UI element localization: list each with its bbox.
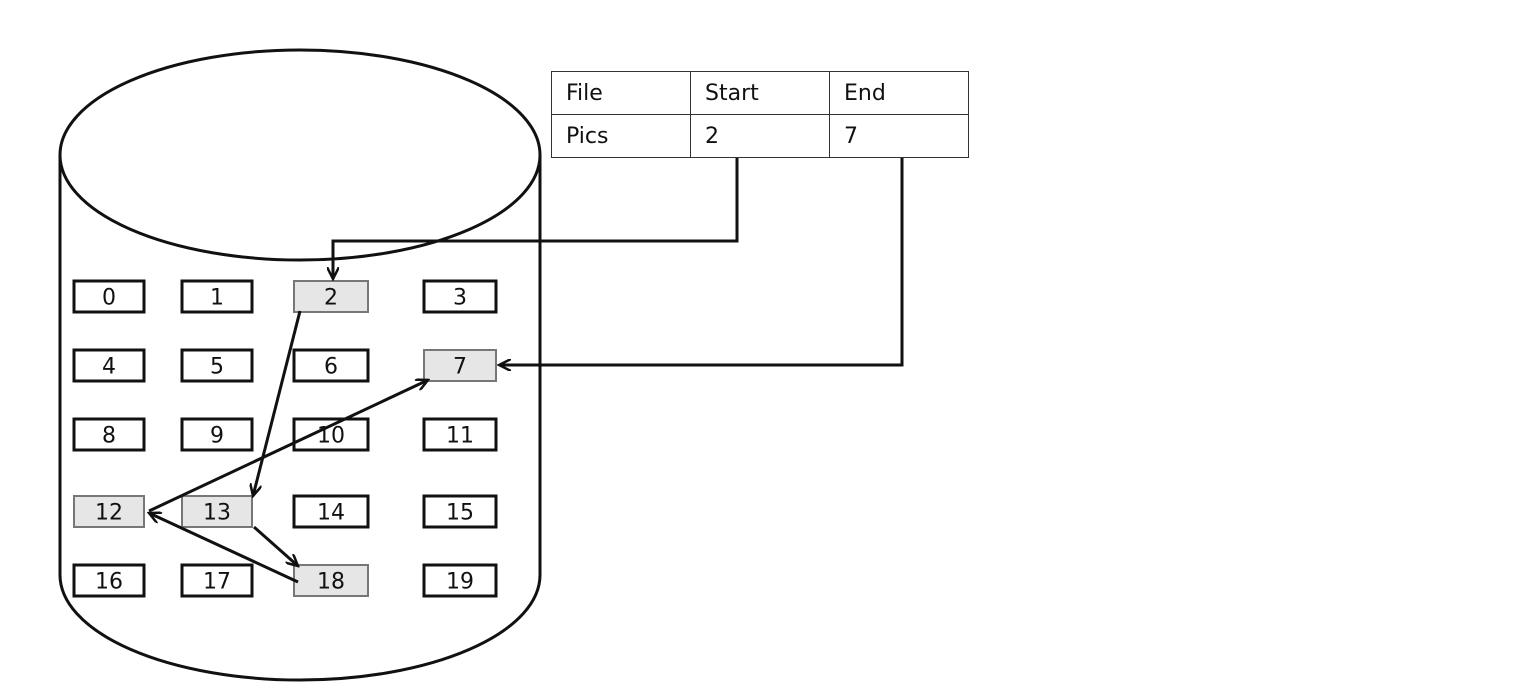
disk-block-label-16: 16 <box>95 570 123 595</box>
start-pointer-arrow <box>333 158 739 279</box>
pointers <box>148 158 904 584</box>
disk-block-label-18: 18 <box>317 570 345 595</box>
disk-block-label-6: 6 <box>324 355 338 380</box>
disk-block-4 <box>72 348 146 383</box>
disk-block-16 <box>72 563 146 598</box>
disk-block-14 <box>292 494 370 529</box>
disk-block-12 <box>73 495 145 528</box>
table-header-row: File Start End <box>551 71 969 115</box>
disk-block-17 <box>180 563 254 598</box>
disk-block-label-8: 8 <box>102 424 116 449</box>
disk-block-label-0: 0 <box>102 286 116 311</box>
cell-start-block: 2 <box>690 114 830 158</box>
disk-block-label-1: 1 <box>210 286 224 311</box>
cell-end-block: 7 <box>829 114 969 158</box>
header-end: End <box>829 71 969 115</box>
disk-block-19 <box>422 563 498 598</box>
disk-block-7 <box>423 349 497 382</box>
disk-block-label-14: 14 <box>317 501 345 526</box>
link-arrow-12-7 <box>148 380 428 513</box>
disk-block-label-5: 5 <box>210 355 224 380</box>
cylinder-top <box>58 48 542 262</box>
header-file: File <box>551 71 691 115</box>
disk-block-label-19: 19 <box>446 570 474 595</box>
disk-block-0 <box>72 279 146 314</box>
disk-block-label-4: 4 <box>102 355 116 380</box>
disk-block-label-13: 13 <box>203 501 231 526</box>
disk-block-9 <box>180 417 254 452</box>
disk-block-5 <box>180 348 254 383</box>
disk-block-label-3: 3 <box>453 286 467 311</box>
link-arrow-2-13 <box>253 310 302 496</box>
disk-block-label-9: 9 <box>210 424 224 449</box>
disk-block-label-2: 2 <box>324 286 338 311</box>
disk-block-label-11: 11 <box>446 424 474 449</box>
disk-block-2 <box>293 280 369 313</box>
cylinder-body <box>58 155 542 682</box>
header-start: Start <box>690 71 830 115</box>
disk-block-1 <box>180 279 254 314</box>
disk-block-label-12: 12 <box>95 501 123 526</box>
table-row: Pics 2 7 <box>551 114 969 158</box>
disk-block-13 <box>181 495 253 528</box>
disk-block-11 <box>422 417 498 452</box>
disk-block-8 <box>72 417 146 452</box>
disk-cylinder <box>58 48 542 682</box>
link-arrow-18-12 <box>149 513 299 584</box>
disk-block-label-7: 7 <box>453 355 467 380</box>
end-pointer-arrow <box>499 158 904 365</box>
disk-block-15 <box>422 494 498 529</box>
link-arrow-13-18 <box>253 525 298 566</box>
disk-block-18 <box>293 564 369 597</box>
disk-block-label-17: 17 <box>203 570 231 595</box>
disk-block-label-15: 15 <box>446 501 474 526</box>
cell-file-name: Pics <box>551 114 691 158</box>
disk-block-label-10: 10 <box>317 424 345 449</box>
disk-block-3 <box>422 279 498 314</box>
file-allocation-table: File Start End Pics 2 7 <box>551 71 969 158</box>
disk-block-6 <box>292 348 370 383</box>
